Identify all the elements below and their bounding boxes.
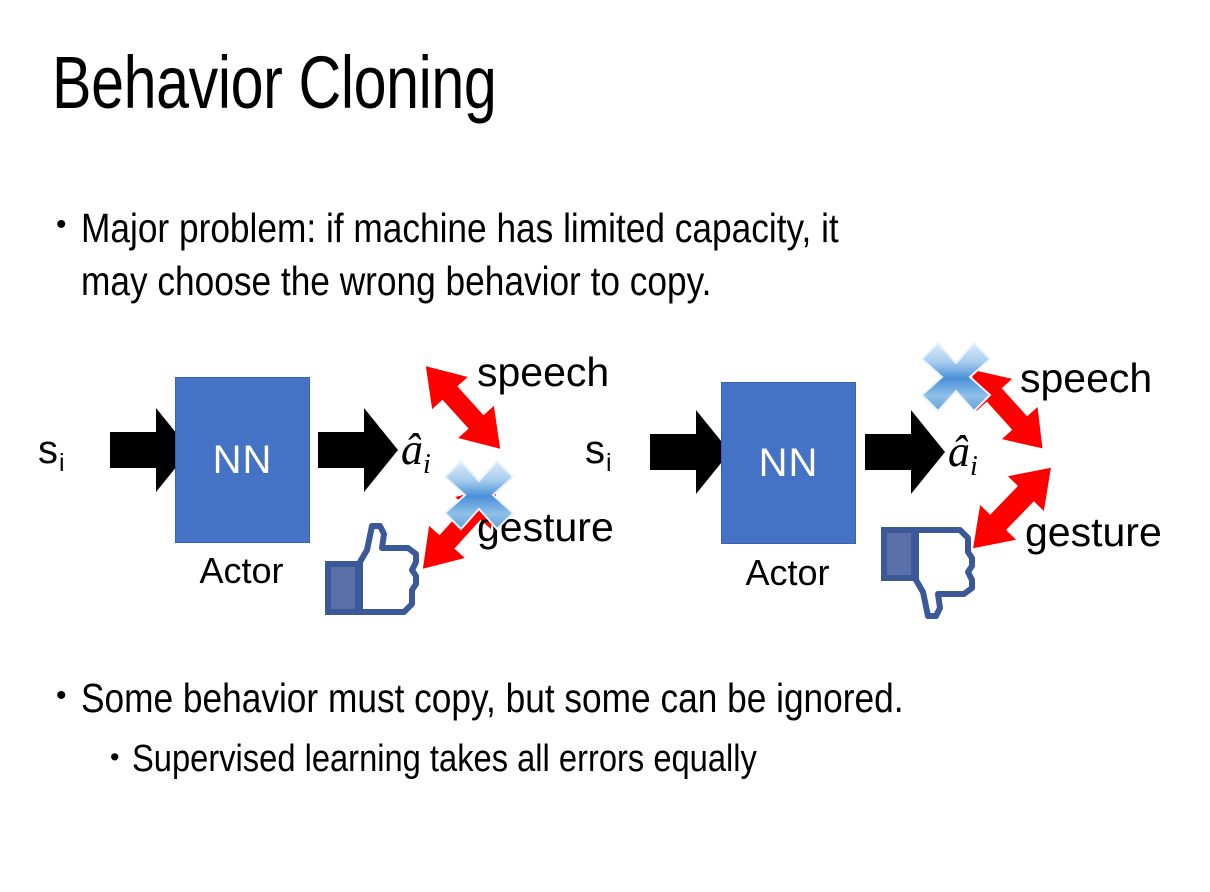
state-symbol: s <box>585 428 605 472</box>
cross-out-marker-gesture-icon <box>439 455 519 535</box>
nn-box-left: NN <box>175 377 310 543</box>
input-arrow-right-icon <box>650 410 730 494</box>
output-symbol: â <box>948 427 970 476</box>
gesture-arrow-right-icon <box>957 448 1067 568</box>
output-symbol: â <box>401 425 423 474</box>
bullet-major-problem: • Major problem: if machine has limited … <box>56 202 1176 309</box>
speech-arrow-left-icon <box>413 350 513 465</box>
state-subscript: i <box>606 448 612 477</box>
cross-out-marker-speech-icon <box>916 337 996 417</box>
diagram-right-bad-copy: si NN Actor âi speech <box>565 330 1162 630</box>
bullet-supervised-learning-text: Supervised learning takes all errors equ… <box>132 738 758 780</box>
thumbs-up-icon <box>320 520 426 622</box>
output-label-left: âi <box>401 428 431 479</box>
bullet-marker: • <box>56 679 67 712</box>
state-subscript: i <box>59 448 65 477</box>
nn-box-label: NN <box>758 440 819 485</box>
input-arrow-left-icon <box>110 408 190 492</box>
bullet-supervised-learning: • Supervised learning takes all errors e… <box>110 736 1170 784</box>
output-subscript: i <box>423 448 431 480</box>
bullet-marker: • <box>56 208 67 241</box>
actor-label-left: Actor <box>199 550 284 591</box>
speech-arrow-right-icon <box>957 354 1057 464</box>
nn-box-label: NN <box>212 437 273 482</box>
speech-label-right: speech <box>1020 355 1153 401</box>
output-arrow-left-icon <box>318 408 398 492</box>
output-label-right: âi <box>948 430 978 481</box>
actor-label-right: Actor <box>745 552 830 593</box>
diagram-left-good-copy: si NN Actor âi <box>20 330 614 630</box>
output-subscript: i <box>970 450 978 482</box>
thumbs-down-icon <box>876 520 982 622</box>
state-label-right: si <box>585 430 612 476</box>
bullet-some-behavior: • Some behavior must copy, but some can … <box>56 673 1186 724</box>
speech-label-left: speech <box>477 349 610 395</box>
state-label-left: si <box>38 430 65 476</box>
bullet-marker: • <box>110 742 120 772</box>
bullet-major-problem-text: Major problem: if machine has limited ca… <box>80 205 839 305</box>
nn-box-right: NN <box>721 382 856 544</box>
state-symbol: s <box>38 428 58 472</box>
output-arrow-right-icon <box>865 410 945 494</box>
gesture-label-right: gesture <box>1025 509 1162 555</box>
bullet-some-behavior-text: Some behavior must copy, but some can be… <box>80 675 904 721</box>
page-title: Behavior Cloning <box>52 41 497 124</box>
